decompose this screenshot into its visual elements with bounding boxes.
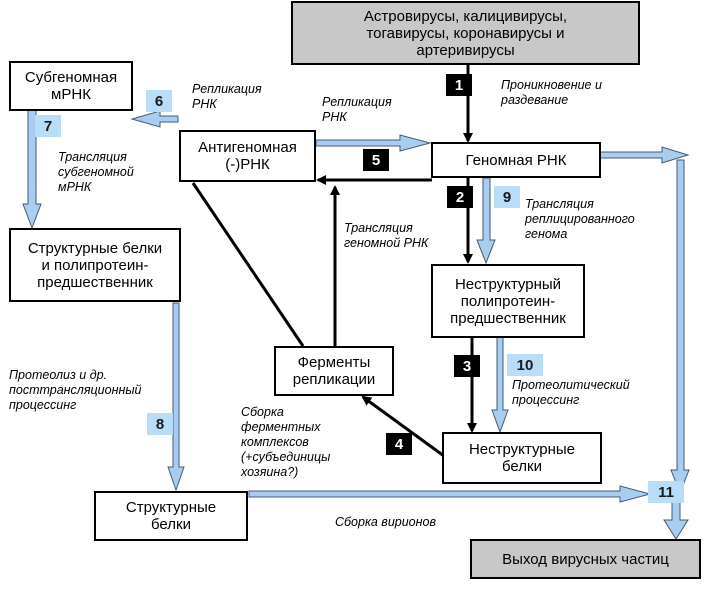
arrow-genomic-to-nsprecursor-blue xyxy=(476,177,496,265)
arrow-assembly xyxy=(248,485,652,503)
badge-6: 6 xyxy=(146,90,172,112)
box-antigenomic-rna: Антигеномная (-)РНК xyxy=(179,130,316,182)
label-proteolytic: Протеолитический процессинг xyxy=(512,378,630,407)
label-assembly-enzymes: Сборка ферментных комплексов (+субъедини… xyxy=(241,405,331,479)
arrow-genomic-to-right xyxy=(599,146,690,164)
box-virus-exit: Выход вирусных частиц xyxy=(470,539,701,579)
label-replication-left: Репликация РНК xyxy=(192,82,262,111)
label-translation-genomic: Трансляция геномной РНК xyxy=(344,221,429,250)
badge-1: 1 xyxy=(446,74,472,96)
label-assembly-virions: Сборка вирионов xyxy=(335,515,436,529)
box-structural-proteins: Структурные белки xyxy=(94,491,248,541)
arrow-to-exit xyxy=(663,501,689,540)
badge-3: 3 xyxy=(454,355,480,377)
arrow-nsprecursor-to-nsproteins-blue xyxy=(491,336,509,434)
label-translation-subgenomic: Трансляция субгеномной мРНК xyxy=(58,150,134,194)
box-structural-precursor: Структурные белки и полипротеин- предшес… xyxy=(9,228,181,302)
badge-10: 10 xyxy=(507,354,543,376)
label-proteolysis: Протеолиз и др. посттрансляционный проце… xyxy=(9,368,142,412)
badge-8: 8 xyxy=(147,413,173,435)
badge-11: 11 xyxy=(648,481,684,503)
box-subgenomic-mrna: Субгеномная мРНК xyxy=(9,61,133,111)
box-exit-text: Выход вирусных частиц xyxy=(502,550,669,568)
arrow-precursor-to-structural-proteins xyxy=(167,302,185,492)
box-nonstructural-proteins: Неструктурные белки xyxy=(442,432,602,484)
box-structural-precursor-text: Структурные белки и полипротеин- предшес… xyxy=(27,239,163,291)
badge-4: 4 xyxy=(386,433,412,455)
label-replication-mid: Репликация РНК xyxy=(322,95,392,124)
box-structural-proteins-text: Структурные белки xyxy=(125,499,217,533)
arrow-nsproteins-to-enzymes xyxy=(361,395,445,458)
badge-7: 7 xyxy=(35,115,61,137)
box-replication-enzymes: Ферменты репликации xyxy=(274,346,394,396)
box-nonstructural-precursor: Неструктурный полипротеин- предшественни… xyxy=(431,264,585,338)
line-enzymes-to-antigenomic-diagonal xyxy=(191,182,305,347)
box-genomic-rna: Геномная РНК xyxy=(431,142,601,178)
arrow-to-subgenomic xyxy=(130,110,179,128)
label-penetration: Проникновение и раздевание xyxy=(501,78,602,107)
box-antigenomic-text: Антигеномная (-)РНК xyxy=(198,139,297,173)
arrow-right-column-down xyxy=(670,159,690,495)
badge-9: 9 xyxy=(494,186,520,208)
box-genomic-text: Геномная РНК xyxy=(465,151,567,169)
box-enzymes-text: Ферменты репликации xyxy=(292,354,376,388)
box-nonstructural-proteins-text: Неструктурные белки xyxy=(468,441,576,475)
box-nonstructural-precursor-text: Неструктурный полипротеин- предшественни… xyxy=(450,275,566,327)
badge-5: 5 xyxy=(363,149,389,171)
label-translation-replicated: Трансляция реплицированного генома xyxy=(525,197,635,241)
badge-2: 2 xyxy=(447,186,473,208)
box-viruses: Астровирусы, калицивирусы, тогавирусы, к… xyxy=(291,1,640,65)
box-viruses-text: Астровирусы, калицивирусы, тогавирусы, к… xyxy=(363,7,568,59)
box-subgenomic-text: Субгеномная мРНК xyxy=(24,69,118,103)
arrow-antigenomic-to-genomic xyxy=(315,134,432,152)
